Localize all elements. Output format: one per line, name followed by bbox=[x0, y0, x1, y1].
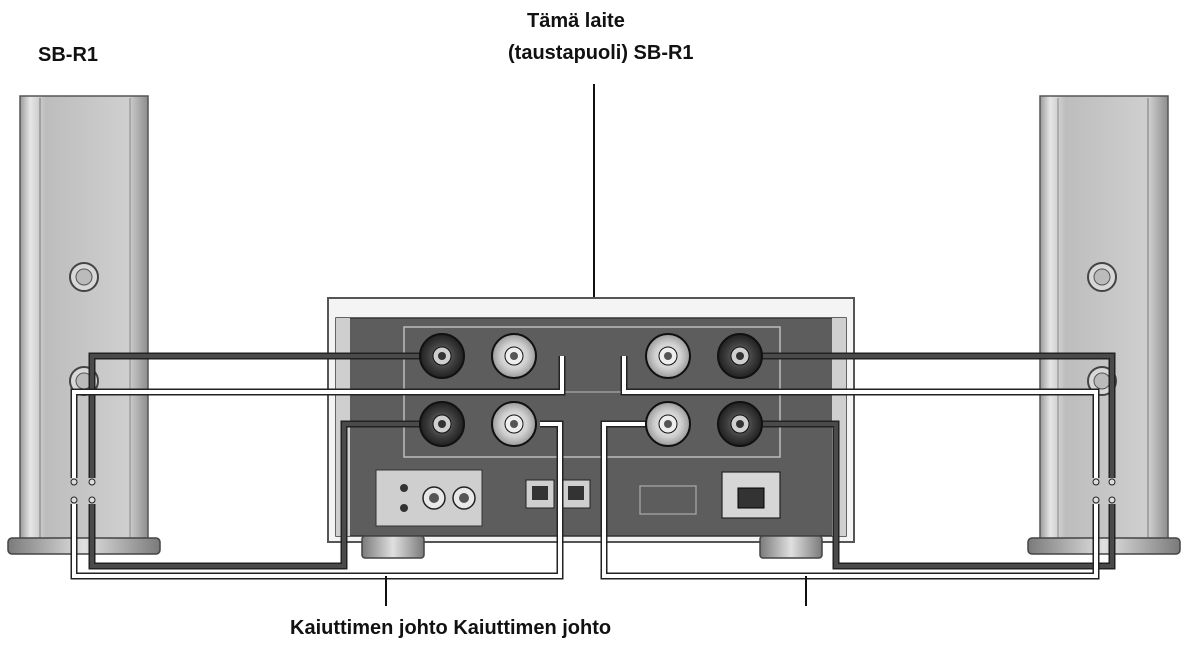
speaker-cables bbox=[70, 352, 1116, 580]
unit-title-line2: (taustapuoli) SB-R1 bbox=[508, 42, 694, 64]
speaker-terminals bbox=[419, 333, 763, 447]
unit-title-line1: Tämä laite bbox=[527, 10, 625, 32]
left-speaker bbox=[7, 95, 161, 555]
amplifier-unit bbox=[327, 297, 855, 559]
speaker-left-label: SB-R1 bbox=[38, 44, 99, 66]
cable-caption: Kaiuttimen johto Kaiuttimen johto bbox=[290, 617, 612, 639]
right-speaker bbox=[1027, 95, 1181, 555]
